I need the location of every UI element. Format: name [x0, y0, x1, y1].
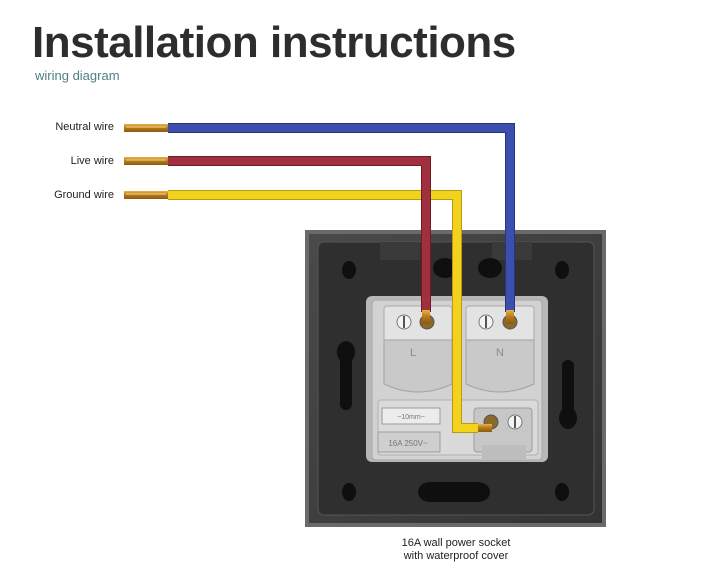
live-wire-label: Live wire	[70, 155, 114, 167]
page-subtitle: wiring diagram	[35, 68, 120, 83]
ground-wire	[168, 190, 492, 433]
neutral-wire-label: Neutral wire	[55, 121, 114, 133]
caption-line-1: 16A wall power socket	[401, 537, 511, 549]
mounting-hole	[337, 258, 577, 502]
socket-module	[366, 296, 548, 462]
strip-length-label: ~10mm~	[397, 414, 425, 421]
ground-wire-label: Ground wire	[54, 189, 114, 201]
live-wire	[168, 156, 431, 324]
terminal-neutral-label: N	[496, 347, 504, 359]
page-title: Installation instructions	[32, 18, 516, 67]
caption-line-2: with waterproof cover	[403, 550, 509, 562]
socket-caption: 16A wall power socket with waterproof co…	[356, 537, 556, 563]
wire-ends	[124, 124, 168, 199]
terminal-live-label: L	[410, 347, 416, 359]
neutral-wire	[168, 123, 515, 324]
rating-label: 16A 250V~	[388, 439, 428, 448]
